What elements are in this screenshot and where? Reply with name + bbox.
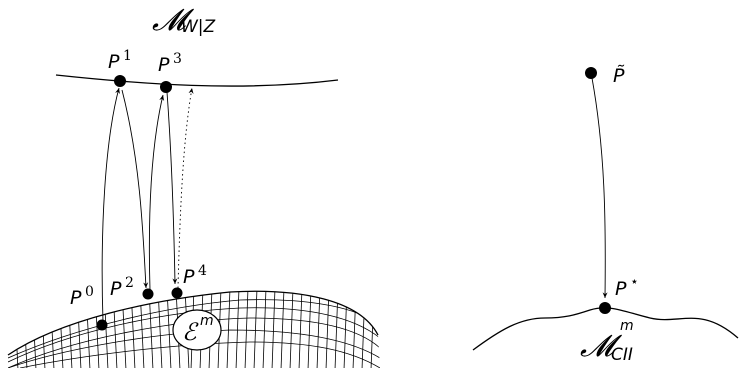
surface-em-marker	[172, 309, 222, 351]
surface-hatch-line	[307, 291, 312, 368]
manifold-cii-label: 𝓜 m CII	[580, 318, 634, 365]
surface-hatch-line	[316, 291, 321, 368]
surface-hatch-line	[157, 291, 163, 368]
label-ptilde: P̃	[613, 65, 625, 87]
label-p0: P 0	[70, 284, 94, 309]
surface-hatch-line	[361, 291, 366, 368]
surface-hatch-line	[130, 291, 136, 368]
surface-hatch-line	[289, 291, 294, 368]
surface-hatch-line	[262, 291, 267, 368]
surface-hatch-line	[166, 291, 172, 368]
surface-hatch-line	[235, 291, 240, 368]
manifold-wz-subscript: W|Z	[181, 17, 216, 37]
svg-text:P: P	[615, 278, 627, 300]
arrow-p1-to-p2	[121, 89, 149, 289]
surface-hatch-line	[49, 291, 55, 368]
point-ptilde	[585, 67, 597, 79]
right-panel: P̃ P ⋆ 𝓜 m CII	[472, 65, 739, 365]
label-p4: P 4	[183, 263, 207, 288]
label-pstar: P ⋆	[615, 274, 639, 300]
arrow-p3-to-p4	[166, 91, 178, 285]
point-p0	[96, 319, 108, 331]
svg-text:4: 4	[198, 263, 207, 279]
svg-text:P: P	[110, 278, 122, 300]
point-p2	[142, 288, 154, 300]
surface-em-label: ℰ	[182, 318, 199, 346]
surface-hatch-line	[280, 291, 285, 368]
svg-text:P: P	[183, 266, 195, 288]
point-p4	[171, 287, 183, 299]
svg-text:m: m	[620, 318, 634, 334]
arrow-p4-to-manifold-dotted	[177, 87, 194, 289]
surface-hatch-line	[334, 291, 339, 368]
point-p1	[114, 75, 126, 87]
surface-hatch-line	[325, 291, 330, 368]
arrow-p2-to-p3	[148, 94, 165, 291]
surface-hatch-line	[253, 291, 258, 368]
surface-hatch-line	[226, 291, 231, 368]
manifold-cii-curve	[472, 307, 739, 351]
svg-text:⋆: ⋆	[630, 274, 639, 290]
surface-hatch-line	[298, 291, 303, 368]
svg-text:3: 3	[173, 51, 182, 67]
label-p1: P 1	[108, 48, 132, 73]
svg-text:CII: CII	[611, 345, 633, 365]
surface-em: ℰ m	[7, 290, 380, 368]
svg-text:P: P	[158, 54, 170, 76]
surface-hatch-line	[244, 291, 249, 368]
surface-hatch-line	[352, 291, 357, 368]
surface-hatch-line	[112, 291, 118, 368]
surface-hatch-line	[22, 291, 28, 368]
svg-text:1: 1	[123, 48, 132, 64]
svg-text:2: 2	[125, 275, 134, 291]
left-panel: 𝓜 W|Z ℰ m	[7, 3, 380, 368]
surface-hatch-line	[13, 291, 19, 368]
manifold-wz-curve	[55, 74, 339, 87]
surface-em-superscript: m	[200, 313, 214, 329]
arrow-ptilde-to-pstar	[591, 77, 608, 299]
svg-text:P: P	[108, 51, 120, 73]
surface-hatch-line	[121, 291, 127, 368]
svg-text:P: P	[70, 287, 82, 309]
surface-hatch-line	[148, 291, 154, 368]
arrow-p0-to-p1	[101, 87, 120, 323]
label-p2: P 2	[110, 275, 134, 300]
surface-hatch-line	[271, 291, 276, 368]
surface-hatch-line	[370, 291, 375, 368]
svg-text:0: 0	[85, 284, 94, 300]
point-p3	[160, 81, 172, 93]
label-p3: P 3	[158, 51, 182, 76]
